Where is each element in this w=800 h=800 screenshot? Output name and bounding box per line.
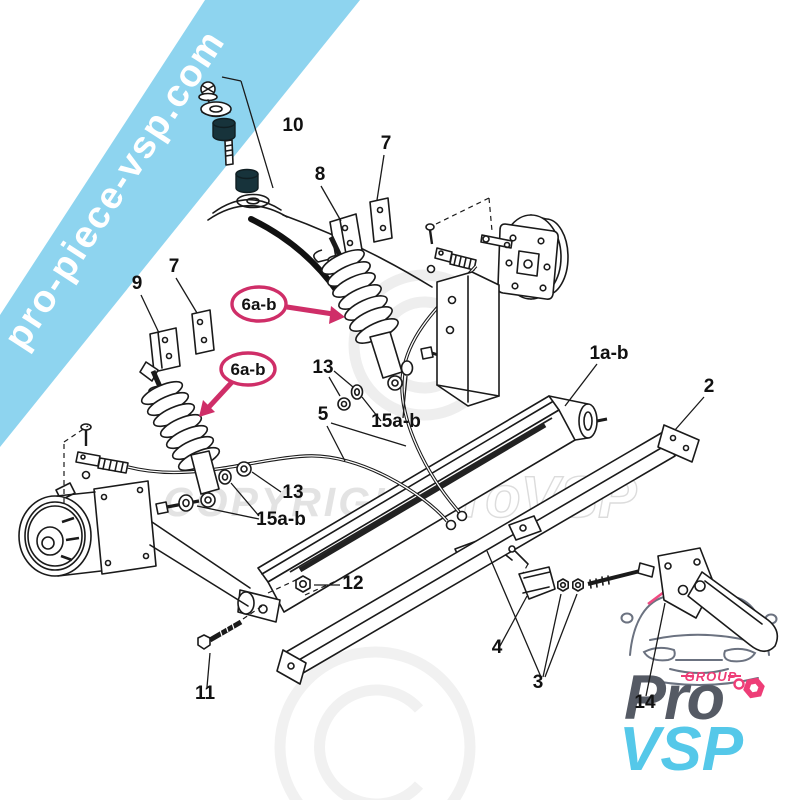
stop-screw bbox=[508, 545, 516, 553]
shock-absorber-right bbox=[321, 235, 461, 411]
profile-beam bbox=[276, 424, 700, 685]
logo-nut-hole bbox=[749, 683, 759, 693]
part-label-10: 10 bbox=[282, 115, 303, 136]
callout-6ab-upper: 6a-b bbox=[230, 285, 345, 324]
washer-15-left-a bbox=[178, 494, 194, 512]
part-label-11: 11 bbox=[195, 683, 216, 704]
mount-stack bbox=[198, 81, 433, 297]
part-label-12: 12 bbox=[342, 573, 363, 594]
beam-bushing-right bbox=[578, 403, 598, 439]
part-label-15ab-right: 15a-b bbox=[371, 411, 421, 432]
callout-ellipse bbox=[219, 351, 277, 387]
exploded-assembly-art bbox=[18, 81, 779, 685]
part-label-15ab-left: 15a-b bbox=[256, 509, 306, 530]
washer-15-right bbox=[400, 360, 414, 376]
coil-spring-right bbox=[321, 249, 399, 344]
shock-eye-right bbox=[387, 375, 403, 391]
callout-ellipse bbox=[230, 285, 288, 323]
callout-arrow-shaft bbox=[206, 380, 234, 410]
car-headlight-right bbox=[723, 647, 757, 663]
part-label-1ab: 1a-b bbox=[589, 343, 628, 364]
nut-13-left bbox=[236, 461, 252, 477]
stop-bracket bbox=[508, 515, 542, 541]
part-label-13-left: 13 bbox=[282, 482, 303, 503]
arm-dome bbox=[207, 198, 288, 221]
logo-group-label: GROUP bbox=[685, 669, 738, 684]
nut-13-right bbox=[337, 397, 351, 411]
part-label-7-left: 7 bbox=[169, 256, 180, 277]
shock-absorber-left bbox=[140, 369, 252, 515]
part-label-8: 8 bbox=[315, 164, 326, 185]
profile-beam-end-cap bbox=[276, 649, 307, 685]
logo-group-row: GROUP bbox=[681, 669, 741, 684]
callout-arrow-shaft bbox=[286, 304, 334, 317]
copyright-symbol-2 bbox=[274, 646, 476, 800]
part-label-3: 3 bbox=[533, 672, 544, 693]
banner-ribbon bbox=[0, 0, 360, 447]
rod-nut-a bbox=[556, 578, 570, 592]
callout-text: 6a-b bbox=[242, 295, 277, 314]
shock-mount-bracket bbox=[436, 271, 500, 407]
callout-arrowhead bbox=[329, 306, 345, 324]
cable-clevis-right bbox=[434, 247, 453, 263]
shock-eye-left bbox=[200, 492, 216, 508]
part-label-2: 2 bbox=[704, 376, 715, 397]
bracket-9 bbox=[149, 327, 181, 373]
callout-6ab-lower: 6a-b bbox=[199, 351, 277, 417]
bracket-7-left bbox=[191, 309, 215, 355]
threaded-rod bbox=[589, 575, 610, 589]
bracket-7-upper bbox=[369, 197, 393, 243]
part-label-9: 9 bbox=[132, 273, 143, 294]
logo-brand-top: Pro bbox=[624, 663, 724, 733]
left-brake-drum bbox=[18, 480, 251, 607]
washer-13-right bbox=[350, 384, 364, 400]
rubber-buffer bbox=[518, 566, 556, 600]
logo-ring-icon bbox=[733, 678, 745, 690]
cable-adjuster-spring bbox=[449, 253, 477, 271]
car-headlight-left bbox=[642, 646, 676, 662]
alignment-dashes bbox=[435, 197, 493, 232]
right-brake-drum bbox=[480, 214, 569, 300]
leader-lines bbox=[140, 76, 705, 697]
part-label-5: 5 bbox=[318, 404, 329, 425]
callout-arrowhead bbox=[199, 400, 215, 417]
cable-adjuster-spring-left bbox=[97, 457, 129, 474]
logo-brand-bottom: VSP bbox=[619, 715, 744, 784]
shock-body-left bbox=[190, 450, 220, 495]
bolt-11 bbox=[197, 605, 263, 650]
nut-12 bbox=[267, 575, 337, 596]
callout-text: 6a-b bbox=[231, 360, 266, 379]
car-mirror-left bbox=[620, 612, 634, 624]
part-labels: 10 7 8 9 7 13 15a-b 5 1a-b 2 13 15a-b 12… bbox=[132, 115, 715, 713]
washer-15-left-b bbox=[218, 469, 232, 485]
copyright-symbol-2-c bbox=[314, 684, 424, 800]
cable-end-ball bbox=[456, 510, 468, 522]
part-label-4: 4 bbox=[492, 637, 503, 658]
part-label-13-right: 13 bbox=[312, 357, 333, 378]
handbrake-cable-left bbox=[63, 423, 457, 531]
cable-screw bbox=[425, 223, 435, 231]
stud bbox=[224, 139, 234, 166]
part-label-14: 14 bbox=[634, 692, 656, 713]
buffer-and-lever bbox=[508, 515, 779, 653]
cable-end-ball-left bbox=[445, 519, 457, 531]
left-backing-plate bbox=[93, 480, 157, 575]
handbrake-lever-arm bbox=[687, 571, 779, 653]
part-label-7-upper: 7 bbox=[381, 133, 392, 154]
rod-clevis bbox=[637, 562, 655, 578]
left-hub bbox=[36, 526, 64, 556]
cable-clevis-left bbox=[75, 451, 101, 467]
cable-nut bbox=[426, 264, 436, 274]
shock-body-right bbox=[369, 331, 403, 379]
highlight-callouts: 6a-b 6a-b bbox=[199, 285, 345, 417]
rod-nut-b bbox=[571, 578, 585, 592]
profile-beam-end-plate bbox=[657, 424, 700, 463]
